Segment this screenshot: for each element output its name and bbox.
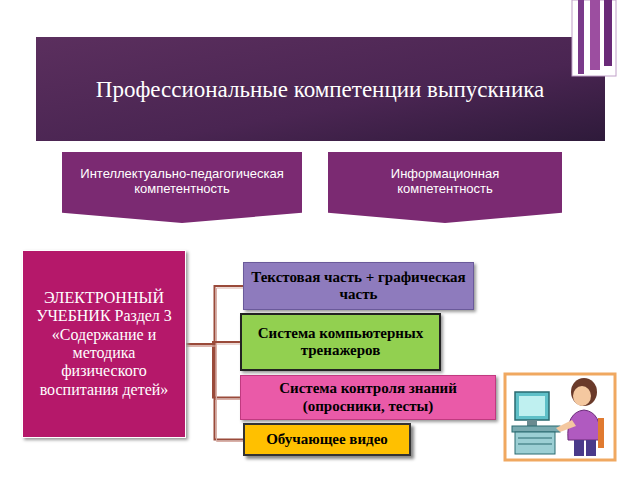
textbook-box: ЭЛЕКТРОННЫЙ УЧЕБНИК Раздел 3 «Содержание…: [22, 250, 186, 438]
connector-line-inner: [186, 288, 243, 346]
bracket-connector: [186, 286, 243, 346]
competence-ribbon: Интеллектуально-педагогическая компетент…: [62, 152, 302, 226]
bracket-connector: [186, 344, 243, 442]
competence-ribbon: Информационная компетентность: [328, 152, 562, 226]
content-box: Текстовая часть + графическая часть: [243, 262, 474, 310]
title-area: Профессиональные компетенции выпускника: [60, 55, 580, 125]
node-text: Обучающее видео: [266, 431, 388, 448]
connector-line: [186, 344, 243, 440]
content-box: Система компьютерных тренажеров: [240, 313, 441, 371]
corner-bar: [604, 0, 612, 66]
content-box: Система контроля знаний (опросники, тест…: [240, 375, 496, 420]
corner-bar: [578, 0, 584, 74]
ribbon-outline: [328, 152, 562, 223]
connector-line-inner: [186, 346, 243, 442]
node-text: Система контроля знаний (опросники, тест…: [247, 380, 489, 415]
connector-line-inner: [186, 346, 240, 400]
corner-bars: [572, 0, 616, 76]
connector-line: [186, 286, 243, 344]
node-text: Текстовая часть + графическая часть: [250, 269, 467, 304]
bracket-connector: [186, 344, 240, 400]
node-text: ЭЛЕКТРОННЫЙ УЧЕБНИК Раздел 3 «Содержание…: [29, 289, 179, 399]
computer-user-illustration: [505, 374, 615, 460]
title-text: Профессиональные компетенции выпускника: [96, 76, 544, 105]
connector-line: [186, 344, 240, 398]
corner-bar: [590, 0, 600, 70]
node-text: Система компьютерных тренажеров: [248, 325, 433, 360]
node-text: Информационная компетентность: [342, 167, 548, 197]
node-text: Интеллектуально-педагогическая компетент…: [76, 167, 288, 197]
ribbon-outline: [62, 152, 302, 223]
title-banner: [36, 37, 605, 141]
content-box: Обучающее видео: [243, 423, 411, 456]
